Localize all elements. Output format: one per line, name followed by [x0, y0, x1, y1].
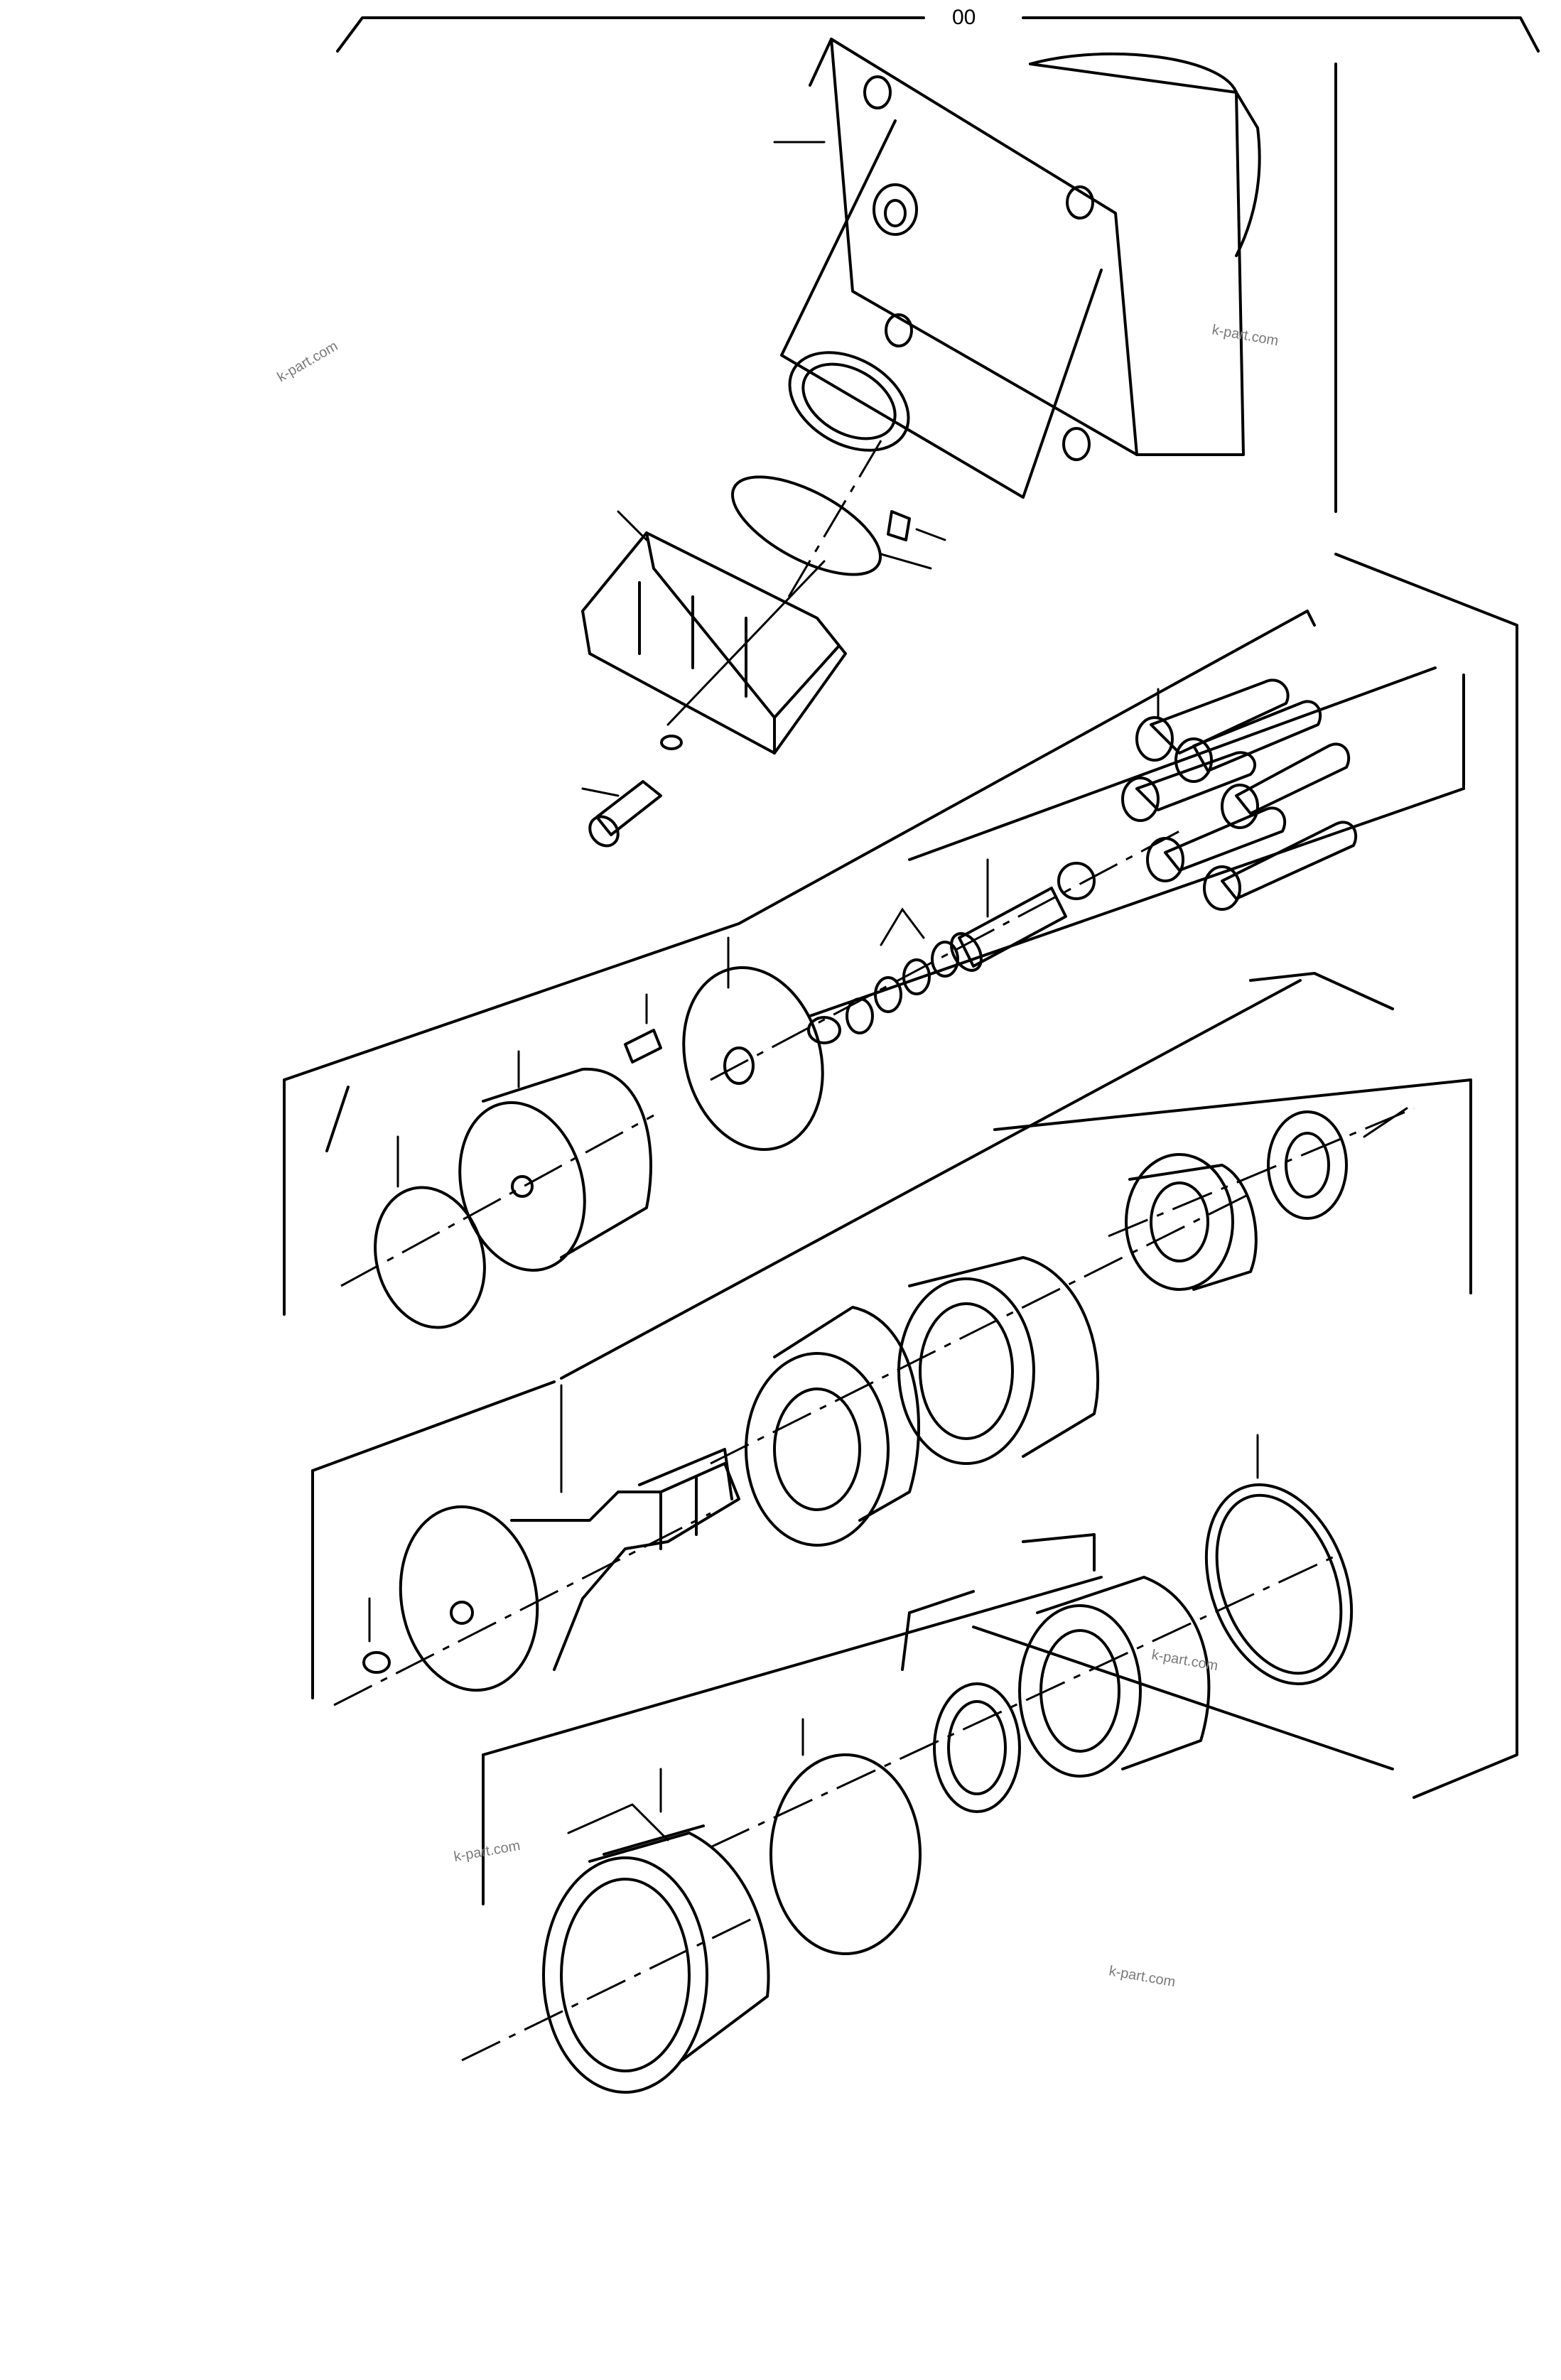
retainer-plate: [682, 936, 824, 1151]
seal-housing: [1018, 1576, 1211, 1778]
watermark-text: k-part.com: [1211, 322, 1280, 349]
drive-shaft: [399, 1448, 740, 1692]
lock-nut: [1267, 1107, 1408, 1220]
watermark-text: k-part.com: [453, 1838, 522, 1865]
oil-seal: [933, 1682, 1021, 1813]
spring-washers: [807, 907, 959, 1044]
group-brackets: [283, 63, 1518, 1905]
cylinder-block: [458, 1050, 652, 1272]
watermark-text: k-part.com: [1150, 1647, 1219, 1674]
top-bracket: 00: [336, 6, 1540, 53]
roller-bearing: [560, 1306, 920, 1547]
cap-screw: [581, 780, 662, 848]
header-label: 00: [952, 6, 976, 29]
piston-set: [1121, 678, 1358, 911]
seal-holder: [897, 1256, 1100, 1465]
housing-o-ring: [730, 475, 932, 576]
snap-ring: [1204, 1434, 1354, 1686]
motor-housing: [773, 38, 1261, 499]
shaft-washer: [362, 1597, 391, 1674]
watermark-text: k-part.com: [1108, 1963, 1177, 1990]
center-pin: [950, 858, 1096, 972]
assembly-centerlines: [333, 440, 1415, 2062]
seal-ring-stack: [542, 1768, 770, 2094]
watermark-text: k-part.com: [275, 338, 341, 385]
dowel-pin: [887, 510, 946, 541]
swash-plate: [581, 510, 847, 754]
washer-small: [660, 735, 683, 750]
valve-plate: [374, 1135, 486, 1329]
large-o-ring: [769, 1718, 922, 1955]
retainer-screw: [624, 993, 662, 1064]
ball-bearing: [1125, 1153, 1258, 1291]
